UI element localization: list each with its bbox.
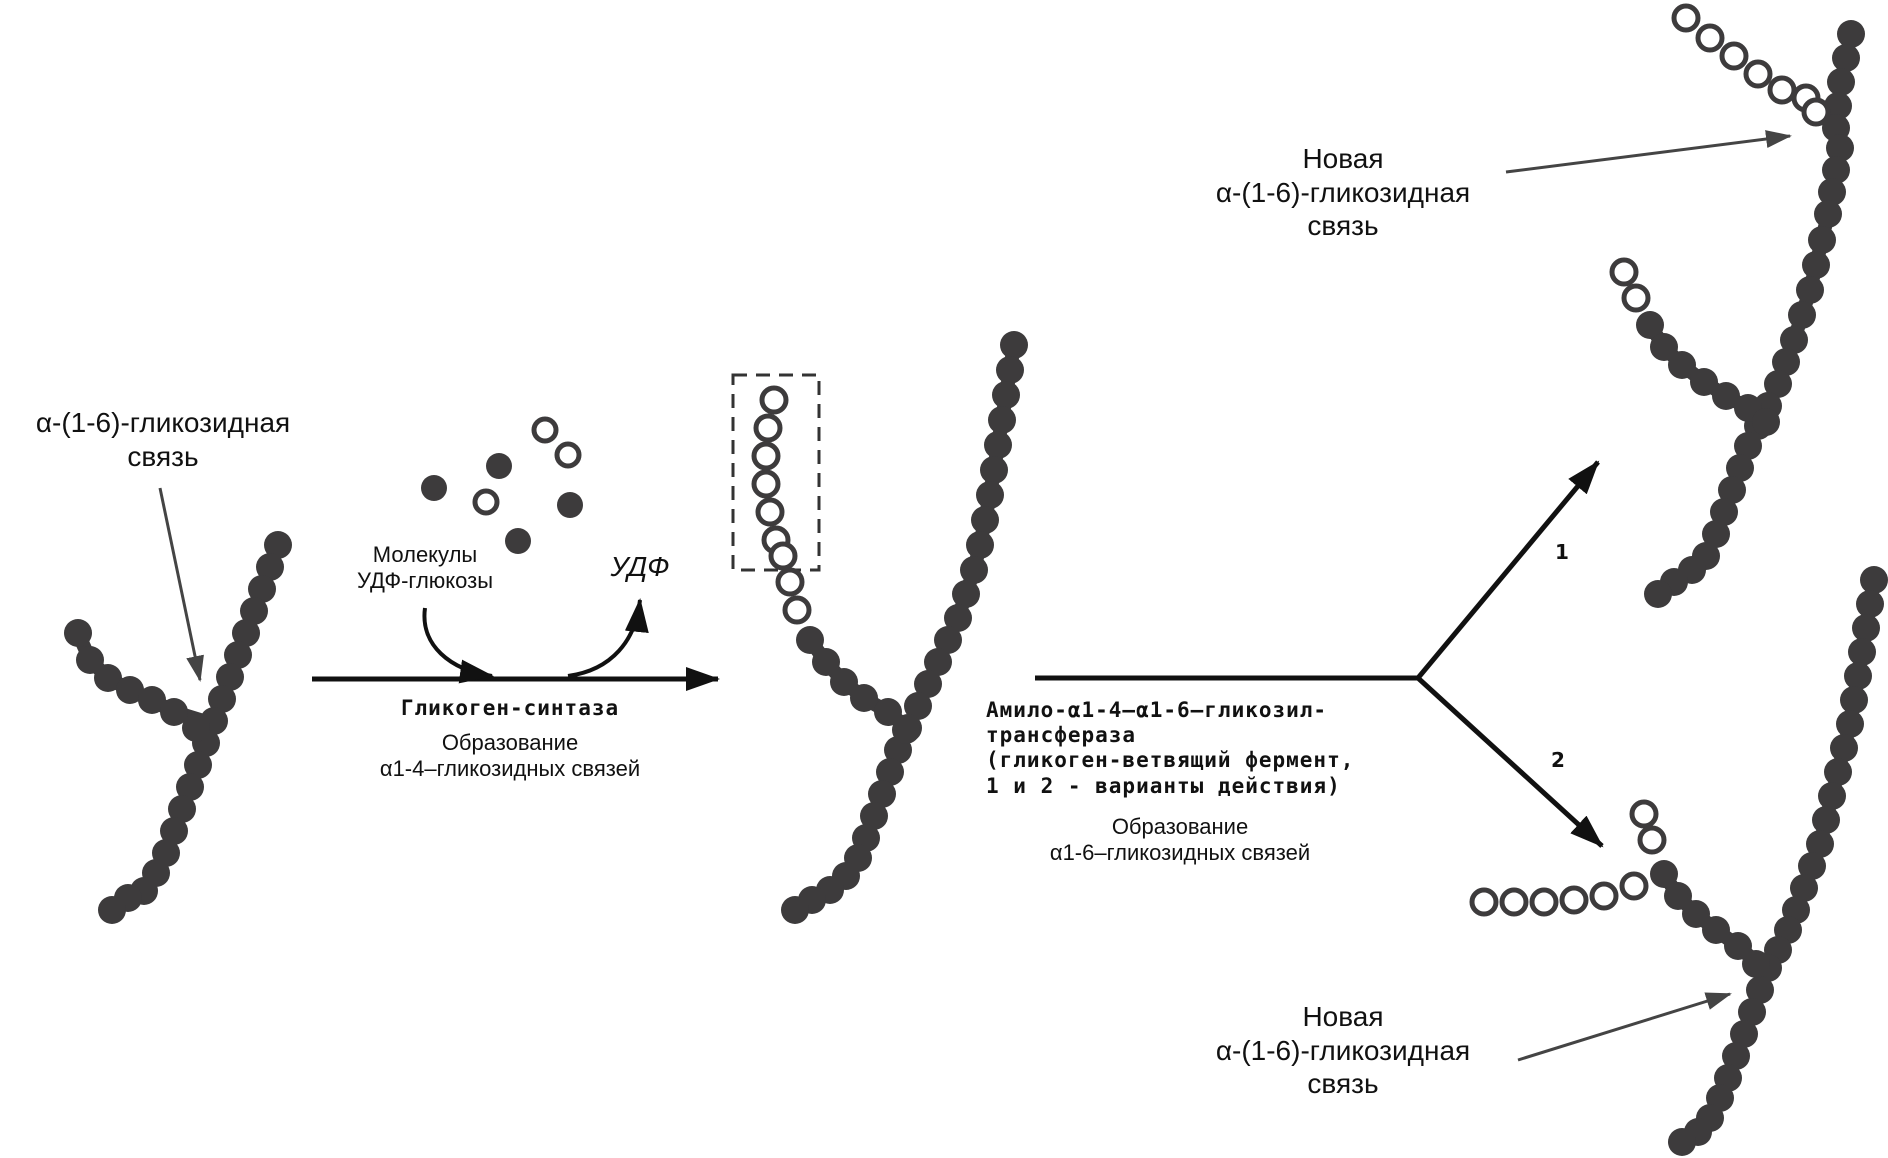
udp-label: УДФ xyxy=(610,551,670,582)
new-bond-pointer-bottom xyxy=(1517,992,1732,1062)
bond-label-line-2: связь xyxy=(127,440,199,472)
bond-label-initial: α-(1-6)-гликозидная связь xyxy=(8,406,318,473)
chain-path xyxy=(788,338,1021,917)
new-glucose-units xyxy=(1469,799,1667,917)
new-units-box xyxy=(731,373,821,572)
synthase-name: Гликоген-синтаза xyxy=(400,696,620,720)
transferase-line-2: трансфераза xyxy=(986,723,1137,748)
transferase-line-1: Амило-α1-4–α1-6–гликозил- xyxy=(986,698,1328,722)
transferase-effect-line-2: α1-6–гликозидных связей xyxy=(1049,840,1311,866)
variant-2-label: 2 xyxy=(1551,748,1565,772)
new-bond-bottom-line-1: Новая xyxy=(1302,1001,1384,1032)
glucose-units xyxy=(64,531,292,924)
glucose-units xyxy=(781,331,1028,924)
variant-1-label: 1 xyxy=(1555,540,1569,564)
udp-glucose-molecules xyxy=(421,416,583,554)
glycogen-elongated xyxy=(731,331,1028,924)
glycogen-product-2 xyxy=(1469,566,1888,1156)
variant-2-arrow xyxy=(1416,676,1604,848)
udp-glucose-label: Молекулы УДФ-глюкозы xyxy=(320,542,530,595)
udp-out-arrow xyxy=(567,598,649,678)
new-glucose-units xyxy=(1609,3,1831,313)
new-bond-top-line-1: Новая xyxy=(1302,143,1384,174)
transferase-effect-line-1: Образование xyxy=(1111,814,1249,839)
glycogen-initial xyxy=(64,531,292,924)
synthase-effect-line-1: Образование xyxy=(441,730,579,755)
new-bond-bottom-line-3: связь xyxy=(1307,1068,1379,1100)
glucose-units xyxy=(1650,566,1888,1156)
new-glucose-units xyxy=(751,385,812,625)
udp-glucose-line-2: УДФ-глюкозы xyxy=(356,568,494,594)
transferase-name: Амило-α1-4–α1-6–гликозил- трансфераза (г… xyxy=(986,698,1354,799)
glucose-units xyxy=(1636,20,1865,608)
glycogen-product-1 xyxy=(1609,3,1865,608)
bond-label-line-1: α-(1-6)-гликозидная xyxy=(35,407,291,438)
synthase-effect-line-2: α1-4–гликозидных связей xyxy=(379,756,641,782)
new-bond-top-line-3: связь xyxy=(1307,210,1379,242)
new-bond-label-bottom: Новая α-(1-6)-гликозидная связь xyxy=(1178,1000,1508,1101)
transferase-effect: Образование α1-6–гликозидных связей xyxy=(1030,814,1330,867)
new-bond-bottom-line-2: α-(1-6)-гликозидная xyxy=(1215,1034,1471,1066)
variant-1-arrow xyxy=(1416,460,1600,680)
udp-glucose-line-1: Молекулы xyxy=(372,542,478,567)
bond-pointer-initial xyxy=(158,487,204,682)
transferase-line-3: (гликоген-ветвящий фермент, xyxy=(986,748,1355,773)
new-bond-label-top: Новая α-(1-6)-гликозидная связь xyxy=(1178,142,1508,243)
new-bond-top-line-2: α-(1-6)-гликозидная xyxy=(1215,176,1471,208)
new-bond-pointer-top xyxy=(1505,130,1792,174)
synthase-effect: Образование α1-4–гликозидных связей xyxy=(340,730,680,783)
chain-path xyxy=(1675,573,1881,1149)
udp-glucose-in-arrow xyxy=(422,607,494,684)
transferase-line-4: 1 и 2 - варианты действия) xyxy=(986,773,1341,798)
